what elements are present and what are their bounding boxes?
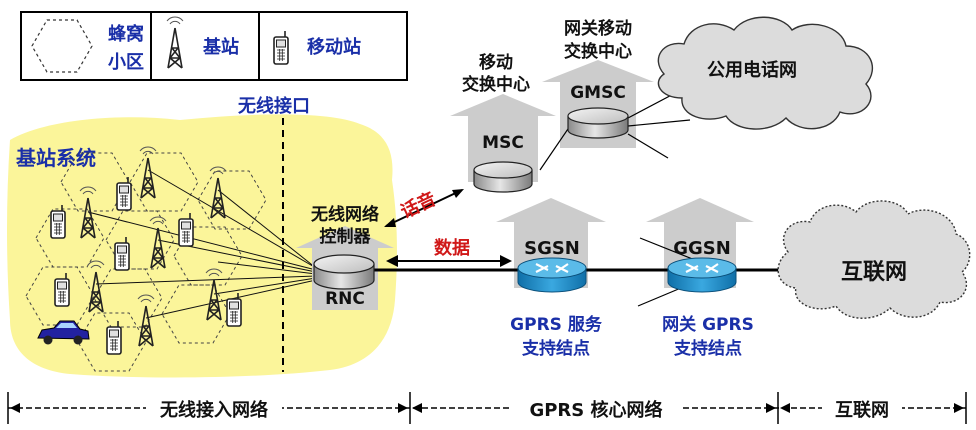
gmsc-name-line2: 交换中心 bbox=[564, 41, 632, 62]
car-icon bbox=[37, 320, 90, 345]
rnc-abbr: RNC bbox=[325, 289, 365, 309]
legend-base-station-label: 基站 bbox=[202, 36, 239, 58]
msc-gmsc-link bbox=[539, 125, 571, 171]
rnc-name-line1: 无线网络 bbox=[310, 204, 379, 225]
internet-label: 互联网 bbox=[841, 260, 907, 285]
pstn-label: 公用电话网 bbox=[707, 59, 797, 81]
sgsn-router-icon bbox=[517, 257, 587, 293]
ggsn-abbr: GGSN bbox=[673, 238, 731, 259]
segment-core-label: GPRS 核心网络 bbox=[529, 399, 662, 421]
ggsn-branch-link bbox=[639, 237, 701, 263]
hexagon-cell-icon bbox=[31, 19, 93, 73]
segment-ran-label: 无线接入网络 bbox=[160, 399, 268, 421]
pstn-cloud bbox=[657, 16, 874, 130]
segment-bar bbox=[7, 392, 967, 424]
legend: 蜂窝 小区 基站 移动站 bbox=[20, 11, 408, 81]
legend-mobile-label: 移动站 bbox=[307, 36, 361, 58]
msc-node bbox=[473, 161, 533, 193]
data-label: 数据 bbox=[434, 237, 470, 259]
segment-internet-label: 互联网 bbox=[835, 400, 889, 421]
base-station-system-area bbox=[7, 114, 397, 378]
data-arrow bbox=[386, 255, 512, 267]
rnc-name-line2: 控制器 bbox=[320, 226, 372, 247]
ggsn-name-line2: 支持结点 bbox=[674, 338, 742, 359]
voice-arrow bbox=[384, 189, 464, 227]
msc-name-line2: 交换中心 bbox=[462, 74, 530, 95]
ggsn-name-line1: 网关 GPRS bbox=[662, 314, 754, 335]
gmsc-node bbox=[567, 107, 629, 139]
bss-label: 基站系统 bbox=[16, 146, 96, 170]
msc-name-line1: 移动 bbox=[479, 52, 513, 73]
msc-abbr: MSC bbox=[482, 133, 524, 153]
sgsn-name-line2: 支持结点 bbox=[522, 338, 590, 359]
internet-cloud bbox=[777, 200, 971, 319]
ggsn-router-icon bbox=[667, 257, 737, 293]
msc-up-arrow bbox=[450, 94, 556, 182]
legend-cell-label-2: 小区 bbox=[108, 52, 144, 73]
legend-frame bbox=[20, 11, 408, 81]
gmsc-abbr: GMSC bbox=[570, 83, 626, 103]
voice-label: 话音 bbox=[397, 188, 439, 223]
legend-cell-label-1: 蜂窝 bbox=[108, 23, 144, 45]
gmsc-name-line1: 网关移动 bbox=[564, 18, 632, 39]
sgsn-abbr: SGSN bbox=[524, 238, 580, 259]
sgsn-name-line1: GPRS 服务 bbox=[510, 314, 603, 335]
radio-interface-label: 无线接口 bbox=[238, 95, 310, 117]
rnc-node bbox=[313, 254, 375, 290]
